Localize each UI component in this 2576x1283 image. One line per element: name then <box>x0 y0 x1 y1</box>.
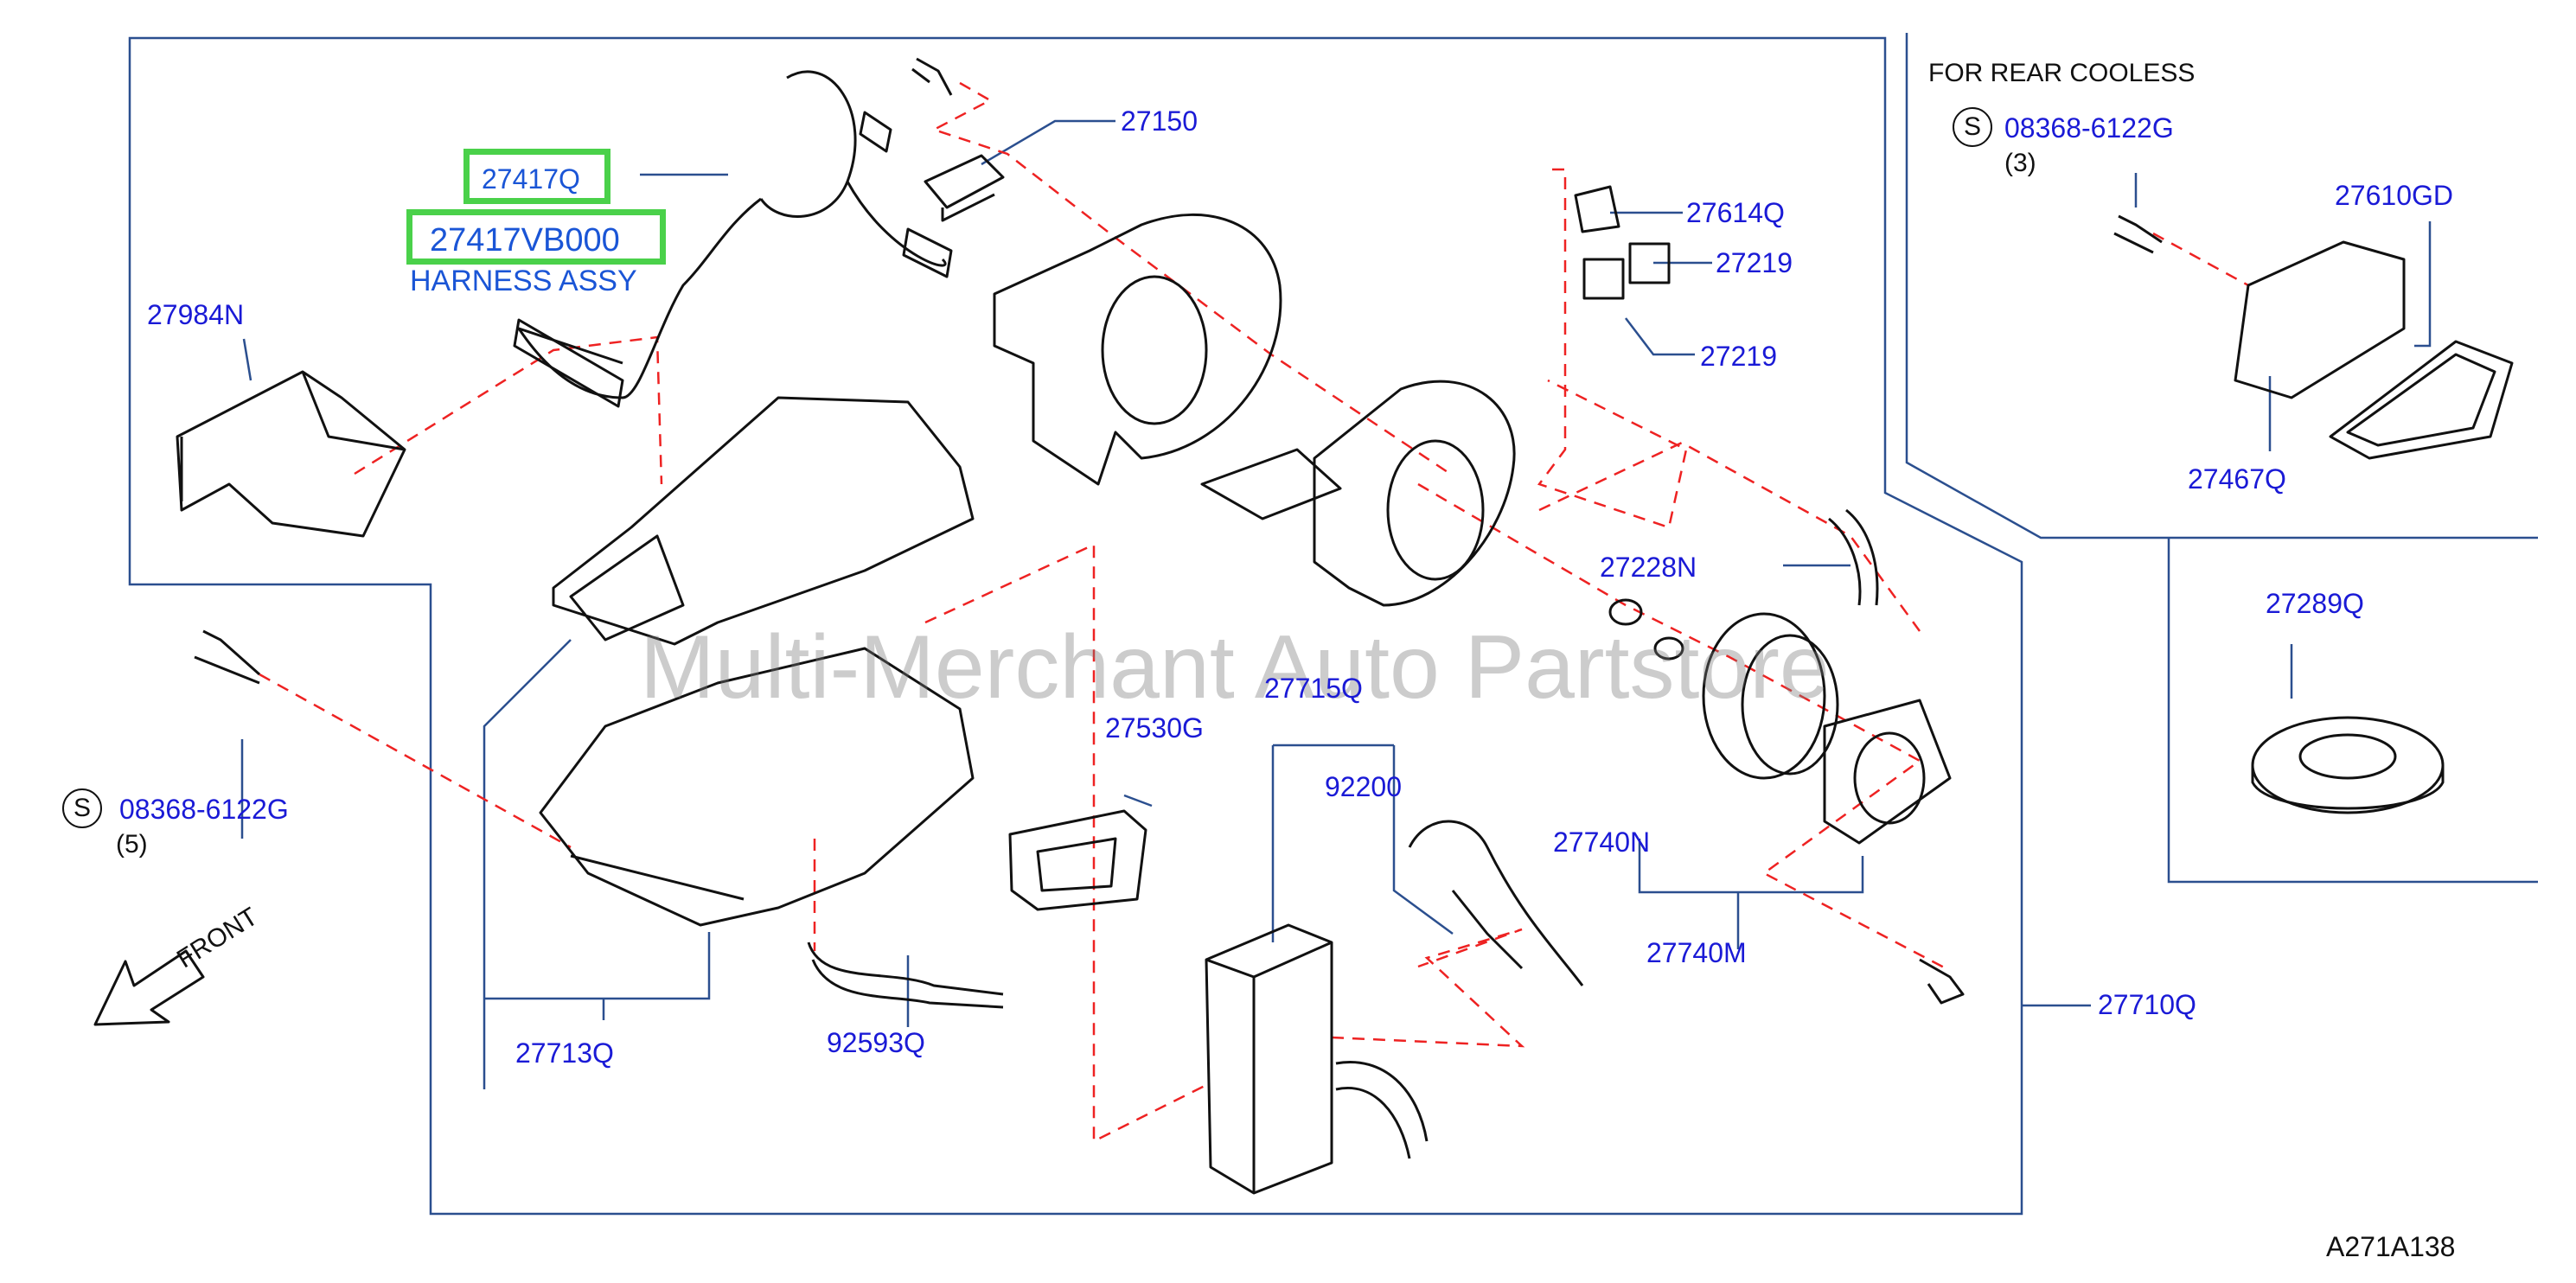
blower-fan-rear <box>1741 634 1839 776</box>
bracket-27530G <box>1008 809 1147 911</box>
scroll-fan-opening <box>1101 275 1208 425</box>
leader-27713Q <box>483 639 572 999</box>
dash-rear-bolt <box>2152 232 2249 287</box>
part-label-27710Q[interactable]: 27710Q <box>2098 989 2196 1020</box>
resistor-27150 <box>924 154 1005 222</box>
bracket-plate <box>1200 448 1342 520</box>
bolt-top <box>911 57 953 96</box>
part-label-27984N[interactable]: 27984N <box>147 299 245 330</box>
highlight-box-27417VB000[interactable]: 27417VB000 <box>406 209 666 265</box>
part-label-27289Q[interactable]: 27289Q <box>2266 588 2364 619</box>
dash-bracket-relays <box>1537 168 1688 529</box>
qty-rear-bolt: (3) <box>2004 149 2036 177</box>
part-label-27467Q[interactable]: 27467Q <box>2188 463 2286 495</box>
dash-evap-pipes <box>1331 928 1525 1048</box>
bolt-left <box>194 629 260 685</box>
harness-connector-left <box>513 318 624 408</box>
control-amp-27467Q <box>2234 240 2406 399</box>
highlight-box-27417Q[interactable]: 27417Q <box>463 149 610 204</box>
harness-description: HARNESS ASSY <box>410 265 637 297</box>
rear-cooler-note: FOR REAR COOLESS <box>1928 59 2196 87</box>
qty-left-bolt: (5) <box>116 830 148 859</box>
dash-right-loop <box>1538 441 1921 632</box>
intake-case <box>552 396 975 646</box>
part-label-92200[interactable]: 92200 <box>1325 771 1402 802</box>
lower-case <box>539 647 975 927</box>
relay-27219-a <box>1582 258 1625 300</box>
dash-harness-ring <box>354 335 663 485</box>
service-marker-left: S <box>62 788 102 828</box>
relay-27219-b <box>1628 242 1671 284</box>
harness-connector-top <box>859 111 892 153</box>
evaporator-pipes <box>1335 1061 1429 1159</box>
part-label-27530G[interactable]: 27530G <box>1105 712 1204 744</box>
service-marker-rear: S <box>1953 107 1992 147</box>
washer <box>1653 636 1684 661</box>
blower-motor-body <box>1853 731 1926 825</box>
rear-cooler-outline <box>1905 33 2538 539</box>
duct-27984N <box>176 370 406 538</box>
part-label-92593Q[interactable]: 92593Q <box>827 1027 925 1058</box>
grommet-outline <box>2167 538 2538 884</box>
watermark-text: Multi-Merchant Auto Partstore <box>640 617 1830 718</box>
part-label-27715Q[interactable]: 27715Q <box>1264 673 1363 704</box>
blower-case <box>1313 380 1516 607</box>
blower-motor-plate <box>1823 699 1952 845</box>
part-label-27713Q[interactable]: 27713Q <box>515 1037 614 1069</box>
scroll-housing <box>993 213 1282 486</box>
dash-bolt-top <box>930 81 1454 477</box>
grommet-outer <box>2251 716 2445 814</box>
part-label-08368-6122G-rear[interactable]: 08368-6122G <box>2004 112 2174 144</box>
part-label-27228N[interactable]: 27228N <box>1600 552 1697 583</box>
front-arrow-shape <box>93 949 205 1026</box>
part-label-27219-bottom[interactable]: 27219 <box>1700 341 1777 372</box>
main-assembly-outline <box>128 36 2023 1216</box>
grommet-side <box>2251 765 2445 810</box>
blower-screw <box>1919 958 1965 1005</box>
part-label-27150[interactable]: 27150 <box>1121 105 1198 137</box>
part-label-27219-top[interactable]: 27219 <box>1716 247 1793 278</box>
nut <box>1608 598 1643 626</box>
part-label-27610GD[interactable]: 27610GD <box>2335 180 2453 211</box>
part-label-27614Q[interactable]: 27614Q <box>1686 197 1785 228</box>
part-label-27740M[interactable]: 27740M <box>1646 937 1747 968</box>
part-label-27417Q: 27417Q <box>482 163 580 195</box>
blower-case-ring <box>1386 439 1485 581</box>
grommet-inner <box>2298 733 2397 780</box>
expansion-pipes <box>1408 820 1584 986</box>
part-label-27740N[interactable]: 27740N <box>1553 827 1651 858</box>
blower-fan <box>1702 612 1826 780</box>
dash-left-bolt <box>259 673 572 849</box>
drain-hose <box>807 942 1004 1009</box>
part-label-27417VB000: 27417VB000 <box>430 222 620 259</box>
harness-connector-right <box>902 227 953 278</box>
bolt-rear <box>2113 214 2163 254</box>
figure-reference: A271A138 <box>2326 1231 2456 1262</box>
part-label-08368-6122G-left[interactable]: 08368-6122G <box>119 794 289 825</box>
seal-27610GD <box>2329 340 2514 460</box>
evaporator-core <box>1205 923 1333 1195</box>
leader-27984N <box>242 338 252 381</box>
hose-27228N <box>1828 508 1879 606</box>
relay-bracket-27614Q <box>1574 185 1620 233</box>
